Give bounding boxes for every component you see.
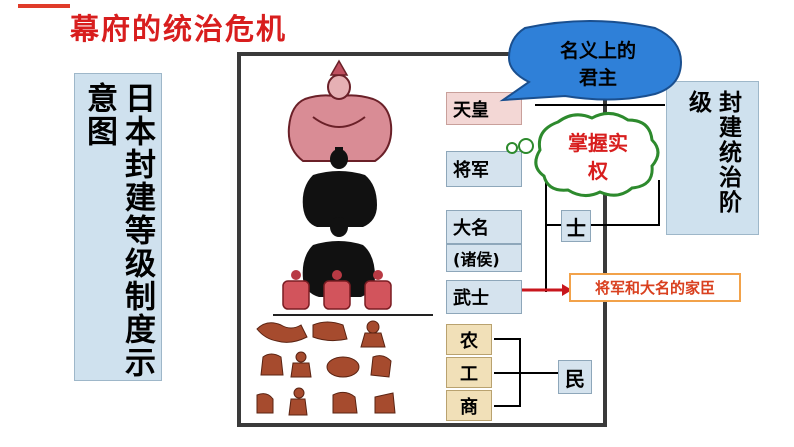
caption-column-2: 意图 (81, 82, 117, 148)
caption-column-1: 日本封建等级制度示 (119, 82, 155, 379)
rank-daimyo-note: (诸侯) (446, 244, 522, 272)
min-connector (494, 372, 558, 374)
tenno-connector (535, 104, 665, 106)
nominal-ruler-callout: 名义上的 君主 (499, 20, 683, 102)
rank-merchant: 商 (446, 390, 492, 421)
rank-daimyo: 大名 (446, 210, 522, 244)
emperor-figure (287, 59, 393, 162)
ruling-column-1: 封建统治阶 (714, 90, 741, 215)
rank-shogun: 将军 (446, 151, 522, 187)
rank-tenno: 天皇 (446, 92, 522, 125)
class-label-min: 民 (558, 360, 592, 394)
rank-bushi: 武士 (446, 280, 522, 314)
rank-farmer: 农 (446, 324, 492, 355)
hierarchy-illustration (256, 59, 433, 416)
shi-vertical-connector (545, 176, 547, 292)
ruling-column-2: 级 (684, 90, 711, 115)
nominal-callout-line-1: 名义上的 (560, 39, 636, 62)
samurai-figures (282, 270, 392, 310)
class-label-shi: 士 (561, 210, 591, 242)
shogun-figure (302, 147, 377, 227)
diagram-caption-box: 日本封建等级制度示 意图 (74, 73, 162, 381)
farmer-bracket-bottom (494, 405, 520, 407)
shi-horizontal-connector (545, 224, 561, 226)
retainer-arrow (522, 284, 572, 296)
commoner-figures (256, 320, 396, 416)
farmer-bracket-top (494, 338, 520, 340)
real-power-callout: 掌握实 权 (506, 112, 660, 197)
ruling-class-box: 封建统治阶 级 (666, 81, 759, 235)
rank-artisan: 工 (446, 357, 492, 388)
real-power-line-2: 权 (587, 159, 609, 183)
hierarchy-frame (237, 52, 607, 427)
retainer-label: 将军和大名的家臣 (569, 273, 741, 302)
page-title: 幕府的统治危机 (70, 12, 288, 46)
real-power-line-1: 掌握实 (568, 131, 628, 155)
nominal-callout-line-2: 君主 (579, 67, 617, 89)
title-accent-bar (18, 4, 70, 8)
daimyo-figure (302, 217, 375, 297)
shi-to-ruling-connector (591, 224, 659, 226)
ruling-vertical-connector (658, 180, 660, 226)
